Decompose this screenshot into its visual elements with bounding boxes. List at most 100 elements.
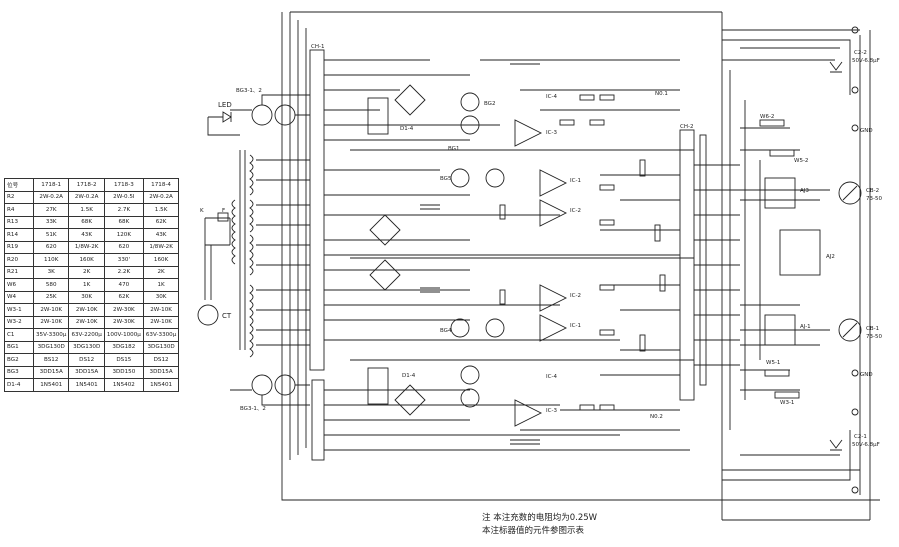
- table-cell: R13: [4, 215, 34, 229]
- board-no1-label: N0.1: [655, 91, 668, 97]
- table-cell: 1K: [142, 278, 180, 292]
- table-cell: 3DD15A: [32, 365, 70, 379]
- table-cell: 1K: [68, 278, 105, 292]
- table-cell: R21: [4, 265, 34, 279]
- table-cell: DS15: [103, 353, 144, 367]
- footnote-line-1: 注 本注充数的电阻均为0.25W: [482, 513, 598, 523]
- bg3-bottom-label: BG3-1、2: [240, 406, 266, 412]
- table-cell: 68K: [68, 215, 105, 229]
- table-cell: 100V-1000μ: [103, 328, 144, 342]
- ic2-bottom-label: IC-2: [570, 293, 581, 299]
- table-cell: 1.5K: [68, 203, 105, 217]
- table-header-cell: 1718-2: [68, 178, 105, 192]
- table-header-cell: 位号: [4, 178, 34, 192]
- aj3-label: AJ3: [800, 188, 809, 194]
- table-cell: 160K: [142, 253, 180, 267]
- table-cell: 25K: [32, 290, 70, 304]
- table-cell: DS12: [142, 353, 180, 367]
- table-cell: DS12: [68, 353, 105, 367]
- table-cell: BS12: [32, 353, 70, 367]
- aj1-label: AJ-1: [800, 324, 811, 330]
- bg3-top-label: BG3-1、2: [236, 88, 262, 94]
- c2-1-label: C2-1: [854, 434, 867, 440]
- bg2-label: BG2: [484, 101, 495, 107]
- table-cell: 2.2K: [103, 265, 144, 279]
- table-cell: 2W-10K: [32, 315, 70, 329]
- table-cell: 2W-0.2A: [68, 190, 105, 204]
- table-cell: 2W-30K: [103, 303, 144, 317]
- table-cell: 3K: [32, 265, 70, 279]
- table-cell: 43K: [68, 228, 105, 242]
- c2-2-label: C2-2: [854, 50, 867, 56]
- table-cell: 3DG130D: [68, 340, 105, 354]
- table-cell: W3-1: [4, 303, 34, 317]
- f-label: F: [222, 208, 225, 214]
- c2-1-value: 50V-6.8μF: [852, 442, 880, 448]
- gnd-bottom-label: GND: [860, 372, 873, 378]
- aj2-label: AJ2: [826, 254, 835, 260]
- ch2-label: CH-2: [680, 124, 693, 130]
- table-cell: 30K: [142, 290, 180, 304]
- table-header-row: 位号 1718-1 1718-2 1718-3 1718-4: [4, 178, 180, 192]
- table-cell: 1N5401: [68, 378, 105, 392]
- table-cell: 620: [32, 240, 70, 254]
- table-cell: 2W-10K: [68, 303, 105, 317]
- ic3-bottom-label: IC-3: [546, 408, 557, 414]
- c2-2-value: 50V-6.8μF: [852, 58, 880, 64]
- ic2-top-label: IC-2: [570, 208, 581, 214]
- table-cell: W6: [4, 278, 34, 292]
- table-cell: BG2: [4, 353, 34, 367]
- table-cell: 30K: [68, 290, 105, 304]
- table-cell: 2W-10K: [32, 303, 70, 317]
- cb2-value: 73-50: [866, 196, 882, 202]
- table-cell: 2W-10K: [142, 315, 180, 329]
- table-cell: 3DG130D: [32, 340, 70, 354]
- bg1-label: BG1: [448, 146, 459, 152]
- table-cell: D1-4: [4, 378, 34, 392]
- table-cell: 110K: [32, 253, 70, 267]
- table-cell: 3DG182: [103, 340, 144, 354]
- table-cell: R20: [4, 253, 34, 267]
- table-cell: 1N5402: [103, 378, 144, 392]
- table-cell: 330': [103, 253, 144, 267]
- table-cell: 1.5K: [142, 203, 180, 217]
- table-cell: 33K: [32, 215, 70, 229]
- table-cell: 1/8W-2K: [68, 240, 105, 254]
- table-cell: 2W-0.2A: [32, 190, 70, 204]
- table-cell: 2.7K: [103, 203, 144, 217]
- table-header-cell: 1718-3: [103, 178, 144, 192]
- ct-label: CT: [222, 312, 232, 320]
- board-no2-label: N0.2: [650, 414, 663, 420]
- table-cell: BG3: [4, 365, 34, 379]
- table-cell: 3DD150: [103, 365, 144, 379]
- w5-1-label: W5-1: [766, 360, 780, 366]
- table-cell: 62K: [142, 215, 180, 229]
- table-cell: 1/8W-2K: [142, 240, 180, 254]
- table-cell: 3DD15A: [68, 365, 105, 379]
- table-cell: 63V-2200μ: [68, 328, 105, 342]
- table-cell: 2W-10K: [142, 303, 180, 317]
- table-cell: R4: [4, 203, 34, 217]
- w6-2-label: W6-2: [760, 114, 774, 120]
- table-cell: 27K: [32, 203, 70, 217]
- footnote: 注 本注充数的电阻均为0.25W 本注标器值的元件参图示表: [482, 512, 597, 538]
- table-cell: BG1: [4, 340, 34, 354]
- table-cell: 43K: [142, 228, 180, 242]
- table-cell: 2W-30K: [103, 315, 144, 329]
- table-cell: 2K: [142, 265, 180, 279]
- table-cell: 470: [103, 278, 144, 292]
